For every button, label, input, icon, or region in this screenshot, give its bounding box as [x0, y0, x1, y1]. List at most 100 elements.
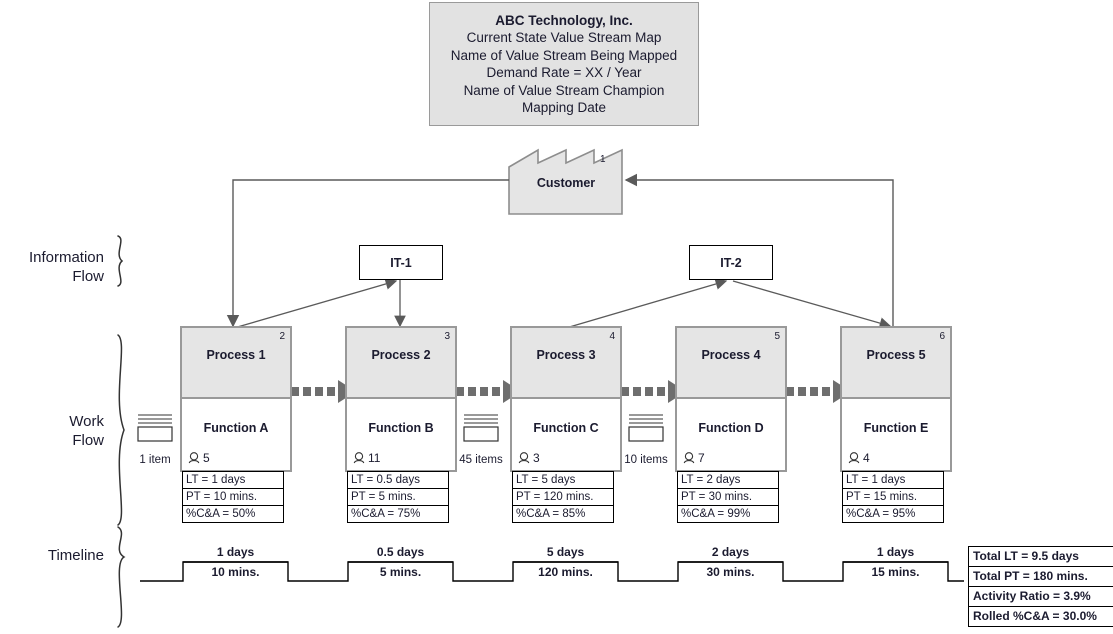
process-box-2[interactable]: 3 Process 2 Function B 11	[345, 326, 457, 472]
metric-pt: PT = 5 mins.	[348, 489, 448, 506]
process-box-5[interactable]: 6 Process 5 Function E 4	[840, 326, 952, 472]
process-name: Process 5	[866, 348, 926, 362]
timeline-mins-3: 120 mins.	[538, 565, 593, 579]
title-line-5: Name of Value Stream Champion	[463, 82, 665, 98]
timeline-mins-4: 30 mins.	[706, 565, 755, 579]
process-body: Function E 4	[842, 399, 950, 470]
process-name: Process 3	[536, 348, 596, 362]
operator-count: 7	[683, 451, 705, 465]
process-metrics-4: LT = 2 days PT = 30 mins. %C&A = 99%	[677, 471, 779, 523]
metric-ca: %C&A = 50%	[186, 508, 256, 520]
section-label-work-flow: Work Flow	[0, 412, 104, 450]
brace-work-flow	[117, 334, 125, 526]
metric-pt: PT = 120 mins.	[513, 489, 613, 506]
operator-count: 3	[518, 451, 540, 465]
metric-lt: LT = 0.5 days	[348, 472, 448, 489]
process-header: 2 Process 1	[182, 328, 290, 399]
section-label-line2: Flow	[72, 268, 104, 285]
section-label-information-flow: Information Flow	[0, 248, 104, 286]
process-function: Function B	[368, 421, 434, 435]
process-number: 4	[609, 331, 615, 342]
it-system-box-2[interactable]: IT-2	[689, 245, 773, 280]
title-line-3: Name of Value Stream Being Mapped	[450, 47, 678, 63]
inventory-label: 45 items	[459, 454, 503, 466]
operator-icon	[848, 452, 860, 464]
process-number: 6	[939, 331, 945, 342]
metric-pt: PT = 30 mins.	[678, 489, 778, 506]
metric-lt: LT = 2 days	[678, 472, 778, 489]
inventory-icon	[463, 414, 499, 442]
process-body: Function B 11	[347, 399, 455, 470]
operator-count: 4	[848, 451, 870, 465]
timeline-mins-5: 15 mins.	[871, 565, 920, 579]
process-function: Function E	[863, 421, 929, 435]
it2-to-process5-arrow	[732, 280, 892, 329]
operator-value: 4	[863, 451, 870, 465]
metric-ca: %C&A = 85%	[516, 508, 586, 520]
customer-label: Customer	[536, 176, 596, 190]
timeline-mins-2: 5 mins.	[379, 565, 422, 579]
timeline-days-2: 0.5 days	[376, 545, 425, 559]
metric-lt: LT = 1 days	[183, 472, 283, 489]
process-name: Process 4	[701, 348, 761, 362]
operator-value: 5	[203, 451, 210, 465]
customer-factory-shape	[508, 148, 623, 215]
section-label-line1: Information	[28, 249, 104, 266]
operator-icon	[188, 452, 200, 464]
metric-pt: PT = 10 mins.	[183, 489, 283, 506]
metric-lt: LT = 1 days	[843, 472, 943, 489]
inventory-2: 45 items	[458, 412, 504, 466]
timeline-mins-1: 10 mins.	[211, 565, 260, 579]
process-header: 5 Process 4	[677, 328, 785, 399]
process-body: Function A 5	[182, 399, 290, 470]
process-function: Function A	[203, 421, 269, 435]
operator-icon	[683, 452, 695, 464]
process-metrics-3: LT = 5 days PT = 120 mins. %C&A = 85%	[512, 471, 614, 523]
process-metrics-2: LT = 0.5 days PT = 5 mins. %C&A = 75%	[347, 471, 449, 523]
title-line-6: Mapping Date	[521, 100, 607, 115]
operator-icon	[518, 452, 530, 464]
inventory-label: 10 items	[624, 454, 668, 466]
operator-value: 11	[368, 451, 381, 465]
section-label-line1: Work	[69, 413, 104, 430]
operator-value: 7	[698, 451, 705, 465]
process3-to-it2-arrow	[565, 278, 728, 329]
inventory-icon	[628, 414, 664, 442]
timeline-days-3: 5 days	[546, 545, 585, 559]
brace-timeline	[117, 526, 126, 628]
activity-ratio: Activity Ratio = 3.9%	[969, 587, 1113, 607]
title-line-4: Demand Rate = XX / Year	[486, 65, 642, 80]
process-body: Function C 3	[512, 399, 620, 470]
title-line-2: Current State Value Stream Map	[466, 30, 662, 45]
process-function: Function D	[698, 421, 764, 435]
process-box-3[interactable]: 4 Process 3 Function C 3	[510, 326, 622, 472]
process-box-1[interactable]: 2 Process 1 Function A 5	[180, 326, 292, 472]
process-name: Process 1	[206, 348, 266, 362]
section-label-line1: Timeline	[47, 547, 104, 564]
operator-count: 5	[188, 451, 210, 465]
timeline-days-5: 1 days	[876, 545, 915, 559]
inventory-label: 1 item	[139, 454, 171, 466]
process1-to-it1-arrow	[233, 278, 398, 329]
process-name: Process 2	[371, 348, 431, 362]
process-number: 3	[444, 331, 450, 342]
metric-lt: LT = 5 days	[513, 472, 613, 489]
total-pt: Total PT = 180 mins.	[969, 567, 1113, 587]
process-box-4[interactable]: 5 Process 4 Function D 7	[675, 326, 787, 472]
it-system-box-1[interactable]: IT-1	[359, 245, 443, 280]
process-body: Function D 7	[677, 399, 785, 470]
inventory-1: 1 item	[132, 412, 178, 466]
inventory-3: 10 items	[623, 412, 669, 466]
process-metrics-5: LT = 1 days PT = 15 mins. %C&A = 95%	[842, 471, 944, 523]
process-metrics-1: LT = 1 days PT = 10 mins. %C&A = 50%	[182, 471, 284, 523]
metric-ca: %C&A = 95%	[846, 508, 916, 520]
title-block: ABC Technology, Inc. Current State Value…	[429, 2, 699, 126]
inventory-icon	[137, 414, 173, 442]
process-header: 6 Process 5	[842, 328, 950, 399]
metric-pt: PT = 15 mins.	[843, 489, 943, 506]
total-lt: Total LT = 9.5 days	[969, 547, 1113, 567]
customer-to-process1-line	[226, 179, 509, 328]
process-header: 4 Process 3	[512, 328, 620, 399]
